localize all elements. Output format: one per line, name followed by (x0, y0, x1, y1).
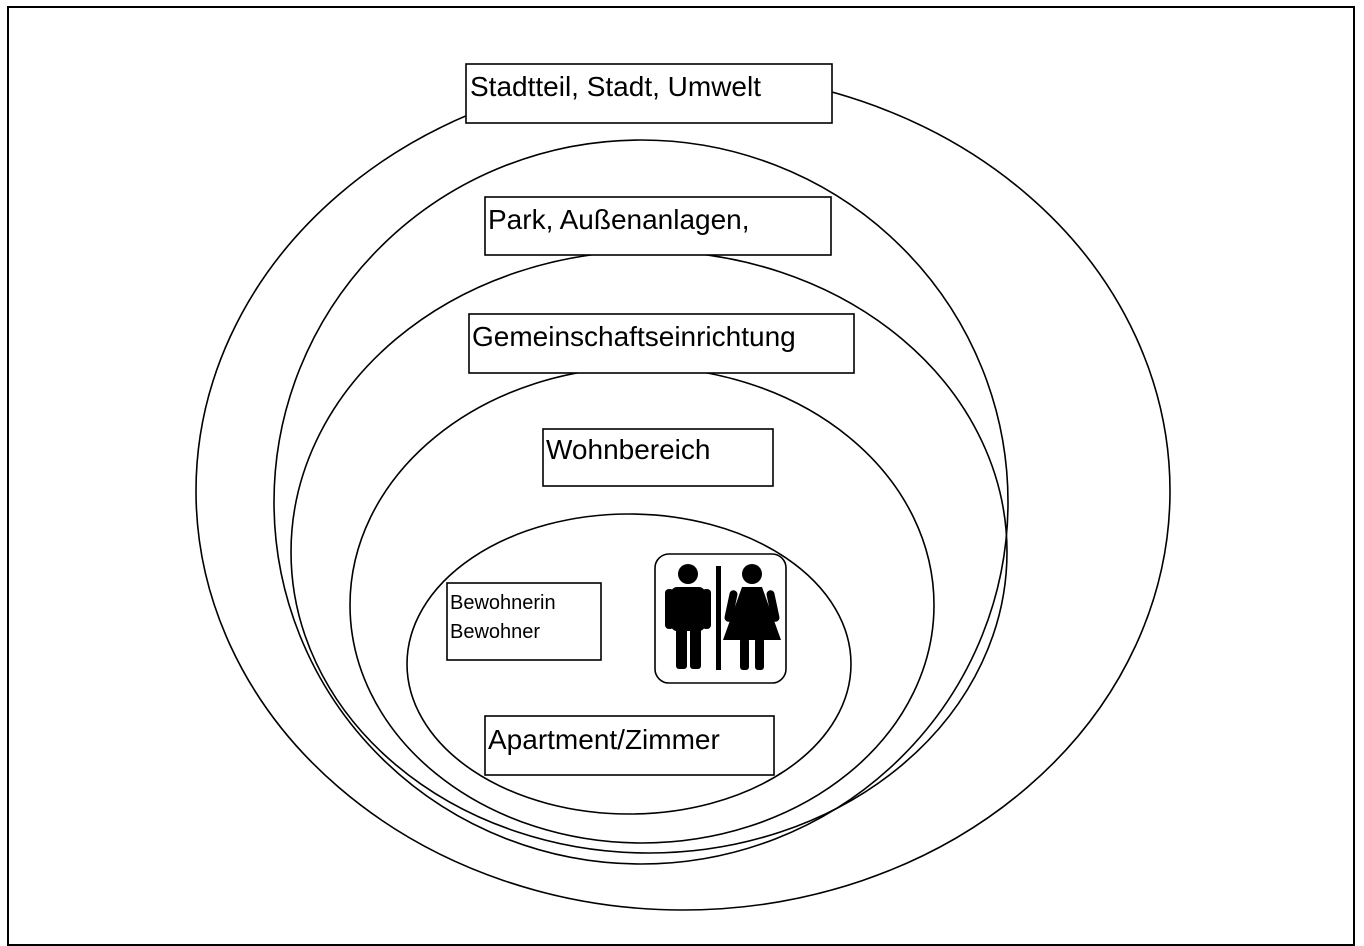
label-stadtteil-text: Stadtteil, Stadt, Umwelt (470, 71, 761, 102)
label-apartment-text: Apartment/Zimmer (488, 724, 720, 755)
resident-line2: Bewohner (450, 621, 540, 643)
woman-icon (723, 564, 781, 670)
label-wohnbereich: Wohnbereich (542, 428, 774, 487)
resident-line1: Bewohnerin (450, 592, 556, 614)
restroom-man-woman-icon (654, 553, 787, 684)
label-park-text: Park, Außenanlagen, (488, 204, 750, 235)
label-resident: Bewohnerin Bewohner (446, 582, 602, 661)
label-stadtteil: Stadtteil, Stadt, Umwelt (465, 63, 833, 124)
label-wohnbereich-text: Wohnbereich (546, 434, 710, 465)
divider-bar (716, 566, 721, 670)
ring-park (273, 139, 1009, 865)
label-gemeinschaft: Gemeinschaftseinrichtung (468, 313, 855, 374)
label-apartment: Apartment/Zimmer (484, 715, 775, 776)
man-icon (665, 564, 711, 669)
label-gemeinschaft-text: Gemeinschaftseinrichtung (472, 321, 796, 352)
label-park: Park, Außenanlagen, (484, 196, 832, 256)
ring-apartment (406, 513, 852, 815)
